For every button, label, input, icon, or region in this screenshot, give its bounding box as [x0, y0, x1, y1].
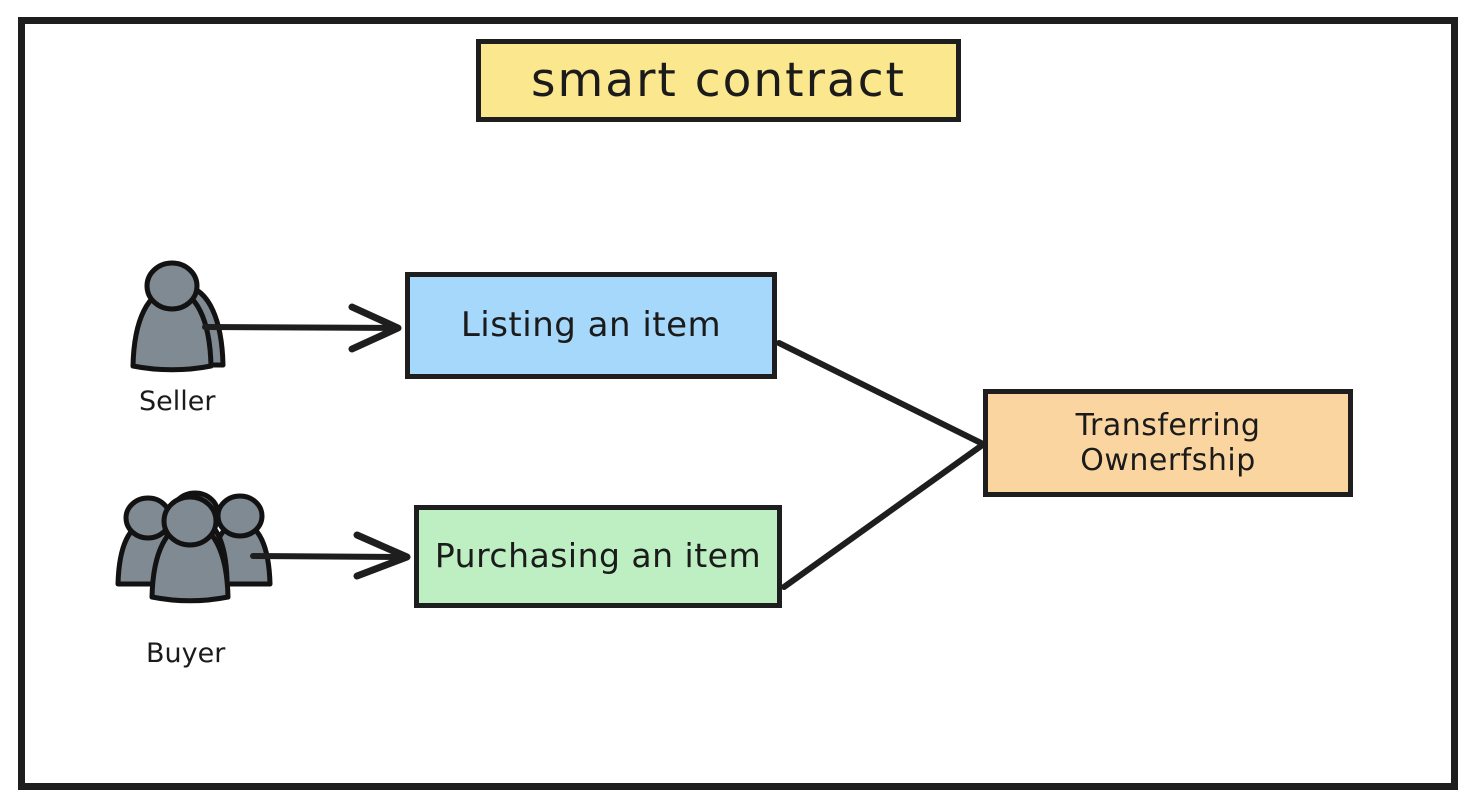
node-purchasing-an-item[interactable]: Purchasing an item	[414, 505, 782, 608]
node-transferring-ownership[interactable]: Transferring Ownerfship	[983, 389, 1353, 497]
node-listing-an-item-label: Listing an item	[460, 305, 722, 346]
node-listing-an-item[interactable]: Listing an item	[405, 272, 777, 379]
node-smart-contract-title-label: smart contract	[531, 52, 906, 108]
node-purchasing-an-item-label: Purchasing an item	[434, 536, 762, 576]
node-transferring-ownership-label: Transferring Ownerfship	[1075, 407, 1261, 478]
actor-label-seller: Seller	[139, 386, 216, 417]
actor-label-buyer: Buyer	[146, 638, 226, 669]
node-smart-contract-title[interactable]: smart contract	[476, 39, 961, 122]
diagram-outer-frame	[18, 17, 1458, 790]
